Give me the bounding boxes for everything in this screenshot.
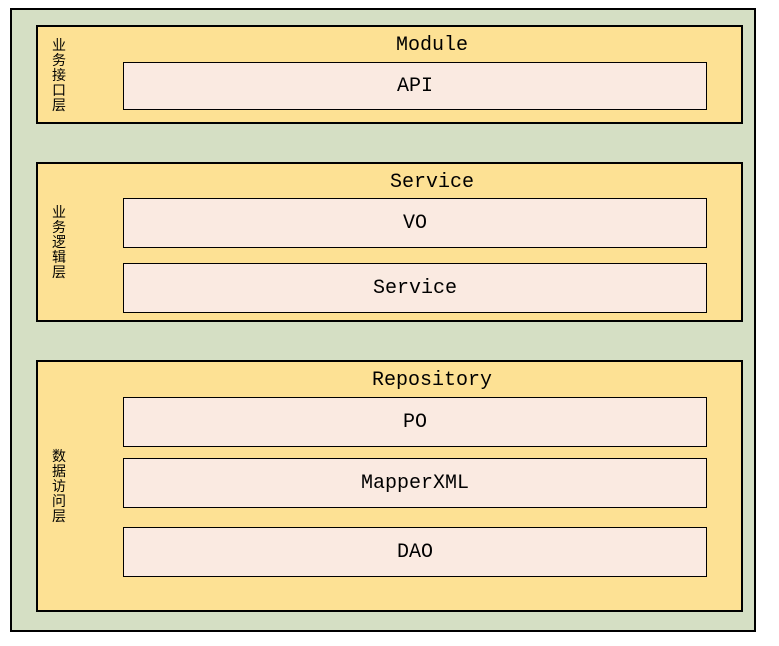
box-mapperxml: MapperXML [123, 458, 707, 508]
layer-side-label-business-logic: 业务逻辑层 [51, 204, 67, 280]
layer-data-access: 数据访问层 Repository PO MapperXML DAO [36, 360, 743, 612]
box-dao: DAO [123, 527, 707, 577]
box-api: API [123, 62, 707, 110]
box-vo: VO [123, 198, 707, 248]
box-label-mapperxml: MapperXML [360, 471, 470, 495]
layer-business-interface: 业务接口层 Module API [36, 25, 743, 124]
layer-side-label-business-interface: 业务接口层 [51, 37, 67, 112]
layer-business-logic: 业务逻辑层 Service VO Service [36, 162, 743, 322]
layer-title-service: Service [389, 171, 474, 194]
layer-title-module: Module [395, 34, 468, 57]
box-service: Service [123, 263, 707, 313]
architecture-container: 业务接口层 Module API 业务逻辑层 Service VO Servic… [10, 8, 756, 632]
layer-title-repository: Repository [371, 369, 493, 392]
box-label-vo: VO [402, 211, 427, 235]
box-po: PO [123, 397, 707, 447]
layer-side-label-data-access: 数据访问层 [51, 448, 67, 524]
box-label-service: Service [372, 276, 457, 300]
box-label-po: PO [402, 410, 427, 434]
box-label-api: API [396, 74, 433, 98]
box-label-dao: DAO [396, 540, 433, 564]
